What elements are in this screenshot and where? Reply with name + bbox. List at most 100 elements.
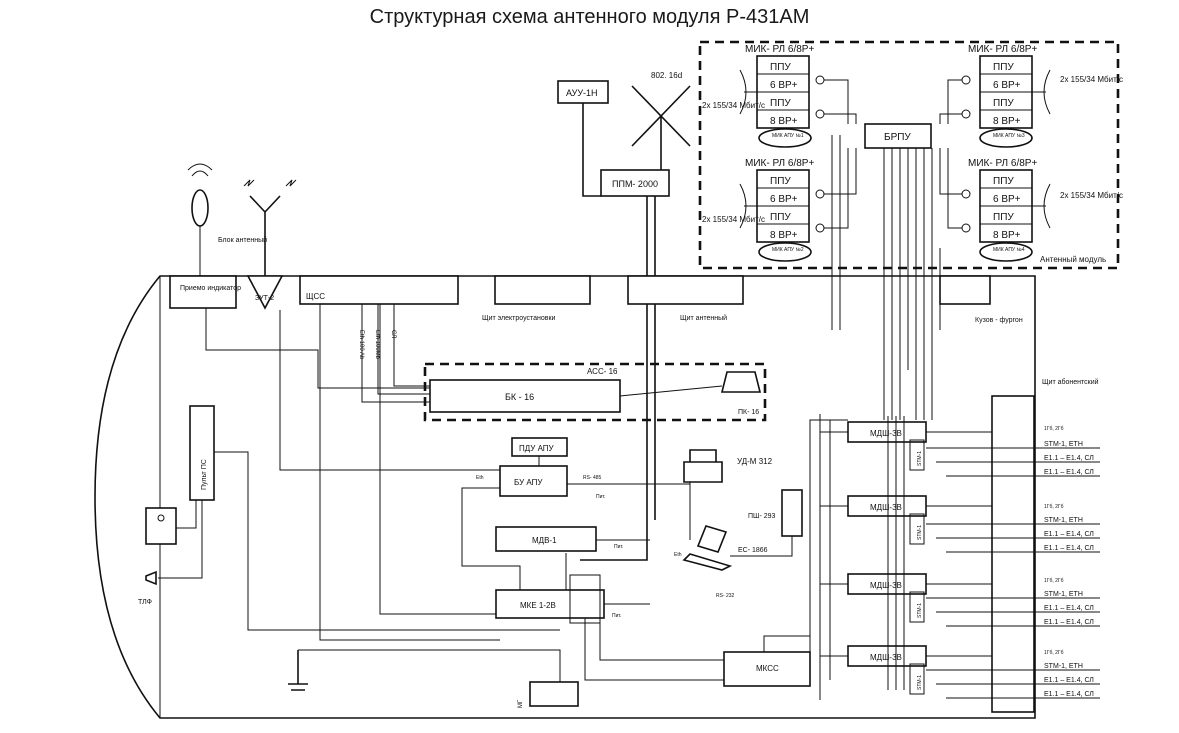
- mkss-label: МКСС: [756, 664, 779, 673]
- abon-2-gb: 1Гб, 2Гб: [1044, 504, 1064, 510]
- mik-rl-2-6vr: 6 ВР+: [770, 194, 798, 205]
- bk-box: [429, 379, 621, 413]
- mik-rl-2-port-b: [815, 223, 825, 233]
- mdsh-1-stm: [909, 439, 925, 471]
- abon-3-e1a: Е1.1 – Е1.4, СЛ: [1044, 605, 1094, 612]
- control-links: [461, 456, 690, 605]
- mdsh-block-1: МДШ-3В STM-1: [847, 421, 927, 471]
- pdu-label: ПДУ АПУ: [519, 444, 555, 453]
- brpu-left-links: [824, 79, 857, 229]
- abon-labels-1: 1Гб, 2Гб STM-1, ETH Е1.1 – Е1.4, СЛ Е1.1…: [1044, 426, 1094, 476]
- mik-rl-1-port-b: [815, 109, 825, 119]
- shit-antenna-panel: [627, 275, 744, 305]
- mik-rl-4-port-b: [961, 223, 971, 233]
- mik-rl-unit-1: МИК- РЛ 6/8Р+ ППУ 6 ВР+ ППУ 8 ВР+ МИК АП…: [739, 44, 825, 148]
- abon-3-gb: 1Гб, 2Гб: [1044, 578, 1064, 584]
- priemo-link: [205, 308, 430, 389]
- mik-rl-4-ppu-b: ППУ: [993, 212, 1014, 223]
- auy-label: АУУ-1Н: [566, 88, 598, 98]
- mik-rl-3-ppu-a: ППУ: [993, 62, 1014, 73]
- mdsh-block-3: МДШ-3В STM-1: [847, 573, 927, 623]
- rs232-label: RS- 232: [716, 593, 735, 599]
- abon-2-e1a: Е1.1 – Е1.4, СЛ: [1044, 531, 1094, 538]
- kuzov-label: Кузов - фургон: [975, 317, 1023, 324]
- blok-antenna-label-a: Блок антенный: [218, 236, 267, 244]
- mdsh-1-stm-label: STM-1: [917, 451, 923, 466]
- mdsh-2-stm-label: STM-1: [917, 525, 923, 540]
- blok-antenna-waves: [187, 163, 213, 177]
- brpu-label: БРПУ: [884, 132, 911, 143]
- abon-labels-4: 1Гб, 2Гб STM-1, ETH Е1.1 – Е1.4, СЛ Е1.1…: [1044, 650, 1094, 698]
- kuzov-panel: [939, 275, 991, 305]
- mik-rl-unit-3: МИК- РЛ 6/8Р+ ППУ 6 ВР+ ППУ 8 ВР+ МИК АП…: [961, 44, 1051, 148]
- abon-2-e1b: Е1.1 – Е1.4, СЛ: [1044, 545, 1094, 552]
- mik-rl-1-port-a: [815, 75, 825, 85]
- psh-label: ПШ- 293: [748, 513, 776, 520]
- mdv-box: [495, 526, 597, 552]
- diagram-title: Структурная схема антенного модуля Р-431…: [369, 6, 810, 28]
- mik-rl-4-8vr: 8 ВР+: [993, 230, 1021, 241]
- abon-3-stm: STM-1, ETH: [1044, 591, 1083, 598]
- ppm-box: [600, 169, 670, 197]
- priemo-label: Приемо индикатор: [180, 285, 241, 292]
- zut-triangle: [246, 275, 284, 310]
- bu-box: [499, 465, 568, 497]
- mdsh-4-label: МДШ-3В: [870, 653, 902, 662]
- mik-rl-2-ppu-b: ППУ: [770, 212, 791, 223]
- mik-rl-4-ppu-a: ППУ: [993, 176, 1014, 187]
- pit-label-bu: Пит.: [596, 494, 606, 500]
- abon-1-stm: STM-1, ETH: [1044, 441, 1083, 448]
- ground-symbol: [288, 650, 308, 691]
- mg-label: МГ: [518, 699, 524, 708]
- mdsh-2-stm: [909, 513, 925, 545]
- abon-2-stm: STM-1, ETH: [1044, 517, 1083, 524]
- abon-4-gb: 1Гб, 2Гб: [1044, 650, 1064, 656]
- mik-rl-2-port-a: [815, 189, 825, 199]
- shss-label: ЩСС: [306, 292, 325, 301]
- mik-rl-4-title: МИК- РЛ 6/8Р+: [968, 158, 1037, 169]
- shit-abonent-label: Щит абонентский: [1042, 378, 1099, 386]
- mke-mkss-link: [584, 618, 724, 681]
- psh-speaker-box: [781, 489, 803, 537]
- abon-1-gb: 1Гб, 2Гб: [1044, 426, 1064, 432]
- mdsh-3-stm: [909, 591, 925, 623]
- ppm-label: ППМ- 2000: [612, 179, 658, 189]
- mdsh-block-2: МДШ-3В STM-1: [847, 495, 927, 545]
- antenna-cable-bus: [831, 135, 941, 420]
- zut-lightning-icon: [243, 179, 297, 187]
- priemo-indicator-box: [169, 275, 237, 309]
- ud-label: УД-М 312: [737, 457, 773, 466]
- mg-box: [529, 681, 579, 707]
- mik-rl-3-6vr: 6 ВР+: [993, 80, 1021, 91]
- tlf-label: ТЛФ: [138, 599, 152, 606]
- mke-label: МКЕ 1-2В: [520, 601, 556, 610]
- eth100b-label: Eth 100Mb: [374, 330, 380, 360]
- pit-label-mke: Пит.: [612, 613, 622, 619]
- shit-abonent-panel: [991, 395, 1035, 713]
- mik-apu-2-label: МИК АПУ №2: [772, 247, 804, 253]
- rate-label-3: 2х 155/34 Мбит/с: [1060, 75, 1123, 84]
- scc-to-bk: [361, 304, 430, 403]
- mik-rl-3-8vr: 8 ВР+: [993, 116, 1021, 127]
- abon-4-stm: STM-1, ETH: [1044, 663, 1083, 670]
- abon-labels-3: 1Гб, 2Гб STM-1, ETH Е1.1 – Е1.4, СЛ Е1.1…: [1044, 578, 1094, 626]
- abon-labels-2: 1Гб, 2Гб STM-1, ETH Е1.1 – Е1.4, СЛ Е1.1…: [1044, 504, 1094, 552]
- zut-antenna-icon: [249, 195, 281, 276]
- mik-rl-1-8vr: 8 ВР+: [770, 116, 798, 127]
- rate-label-1: 2х 155/34 Мбит/с: [702, 101, 765, 110]
- mik-rl-2-8vr: 8 ВР+: [770, 230, 798, 241]
- abonent-outputs: [1034, 447, 1100, 699]
- mdsh-3-stm-label: STM-1: [917, 603, 923, 618]
- mdsh-vertical-bus: [887, 416, 905, 690]
- printer-icon: [683, 449, 723, 483]
- abon-1-e1b: Е1.1 – Е1.4, СЛ: [1044, 469, 1094, 476]
- mik-rl-3-ppu-b: ППУ: [993, 98, 1014, 109]
- mik-apu-2-ellipse: [758, 242, 812, 262]
- mik-rl-4-6vr: 6 ВР+: [993, 194, 1021, 205]
- antenna-module-label: Антенный модуль: [1040, 255, 1106, 264]
- tlf-speaker-icon: [157, 514, 165, 522]
- mdsh-2-label: МДШ-3В: [870, 503, 902, 512]
- mik-rl-unit-2: МИК- РЛ 6/8Р+ ППУ 6 ВР+ ППУ 8 ВР+ МИК АП…: [739, 158, 825, 262]
- phone-icon: [720, 371, 762, 393]
- abon-3-e1b: Е1.1 – Е1.4, СЛ: [1044, 619, 1094, 626]
